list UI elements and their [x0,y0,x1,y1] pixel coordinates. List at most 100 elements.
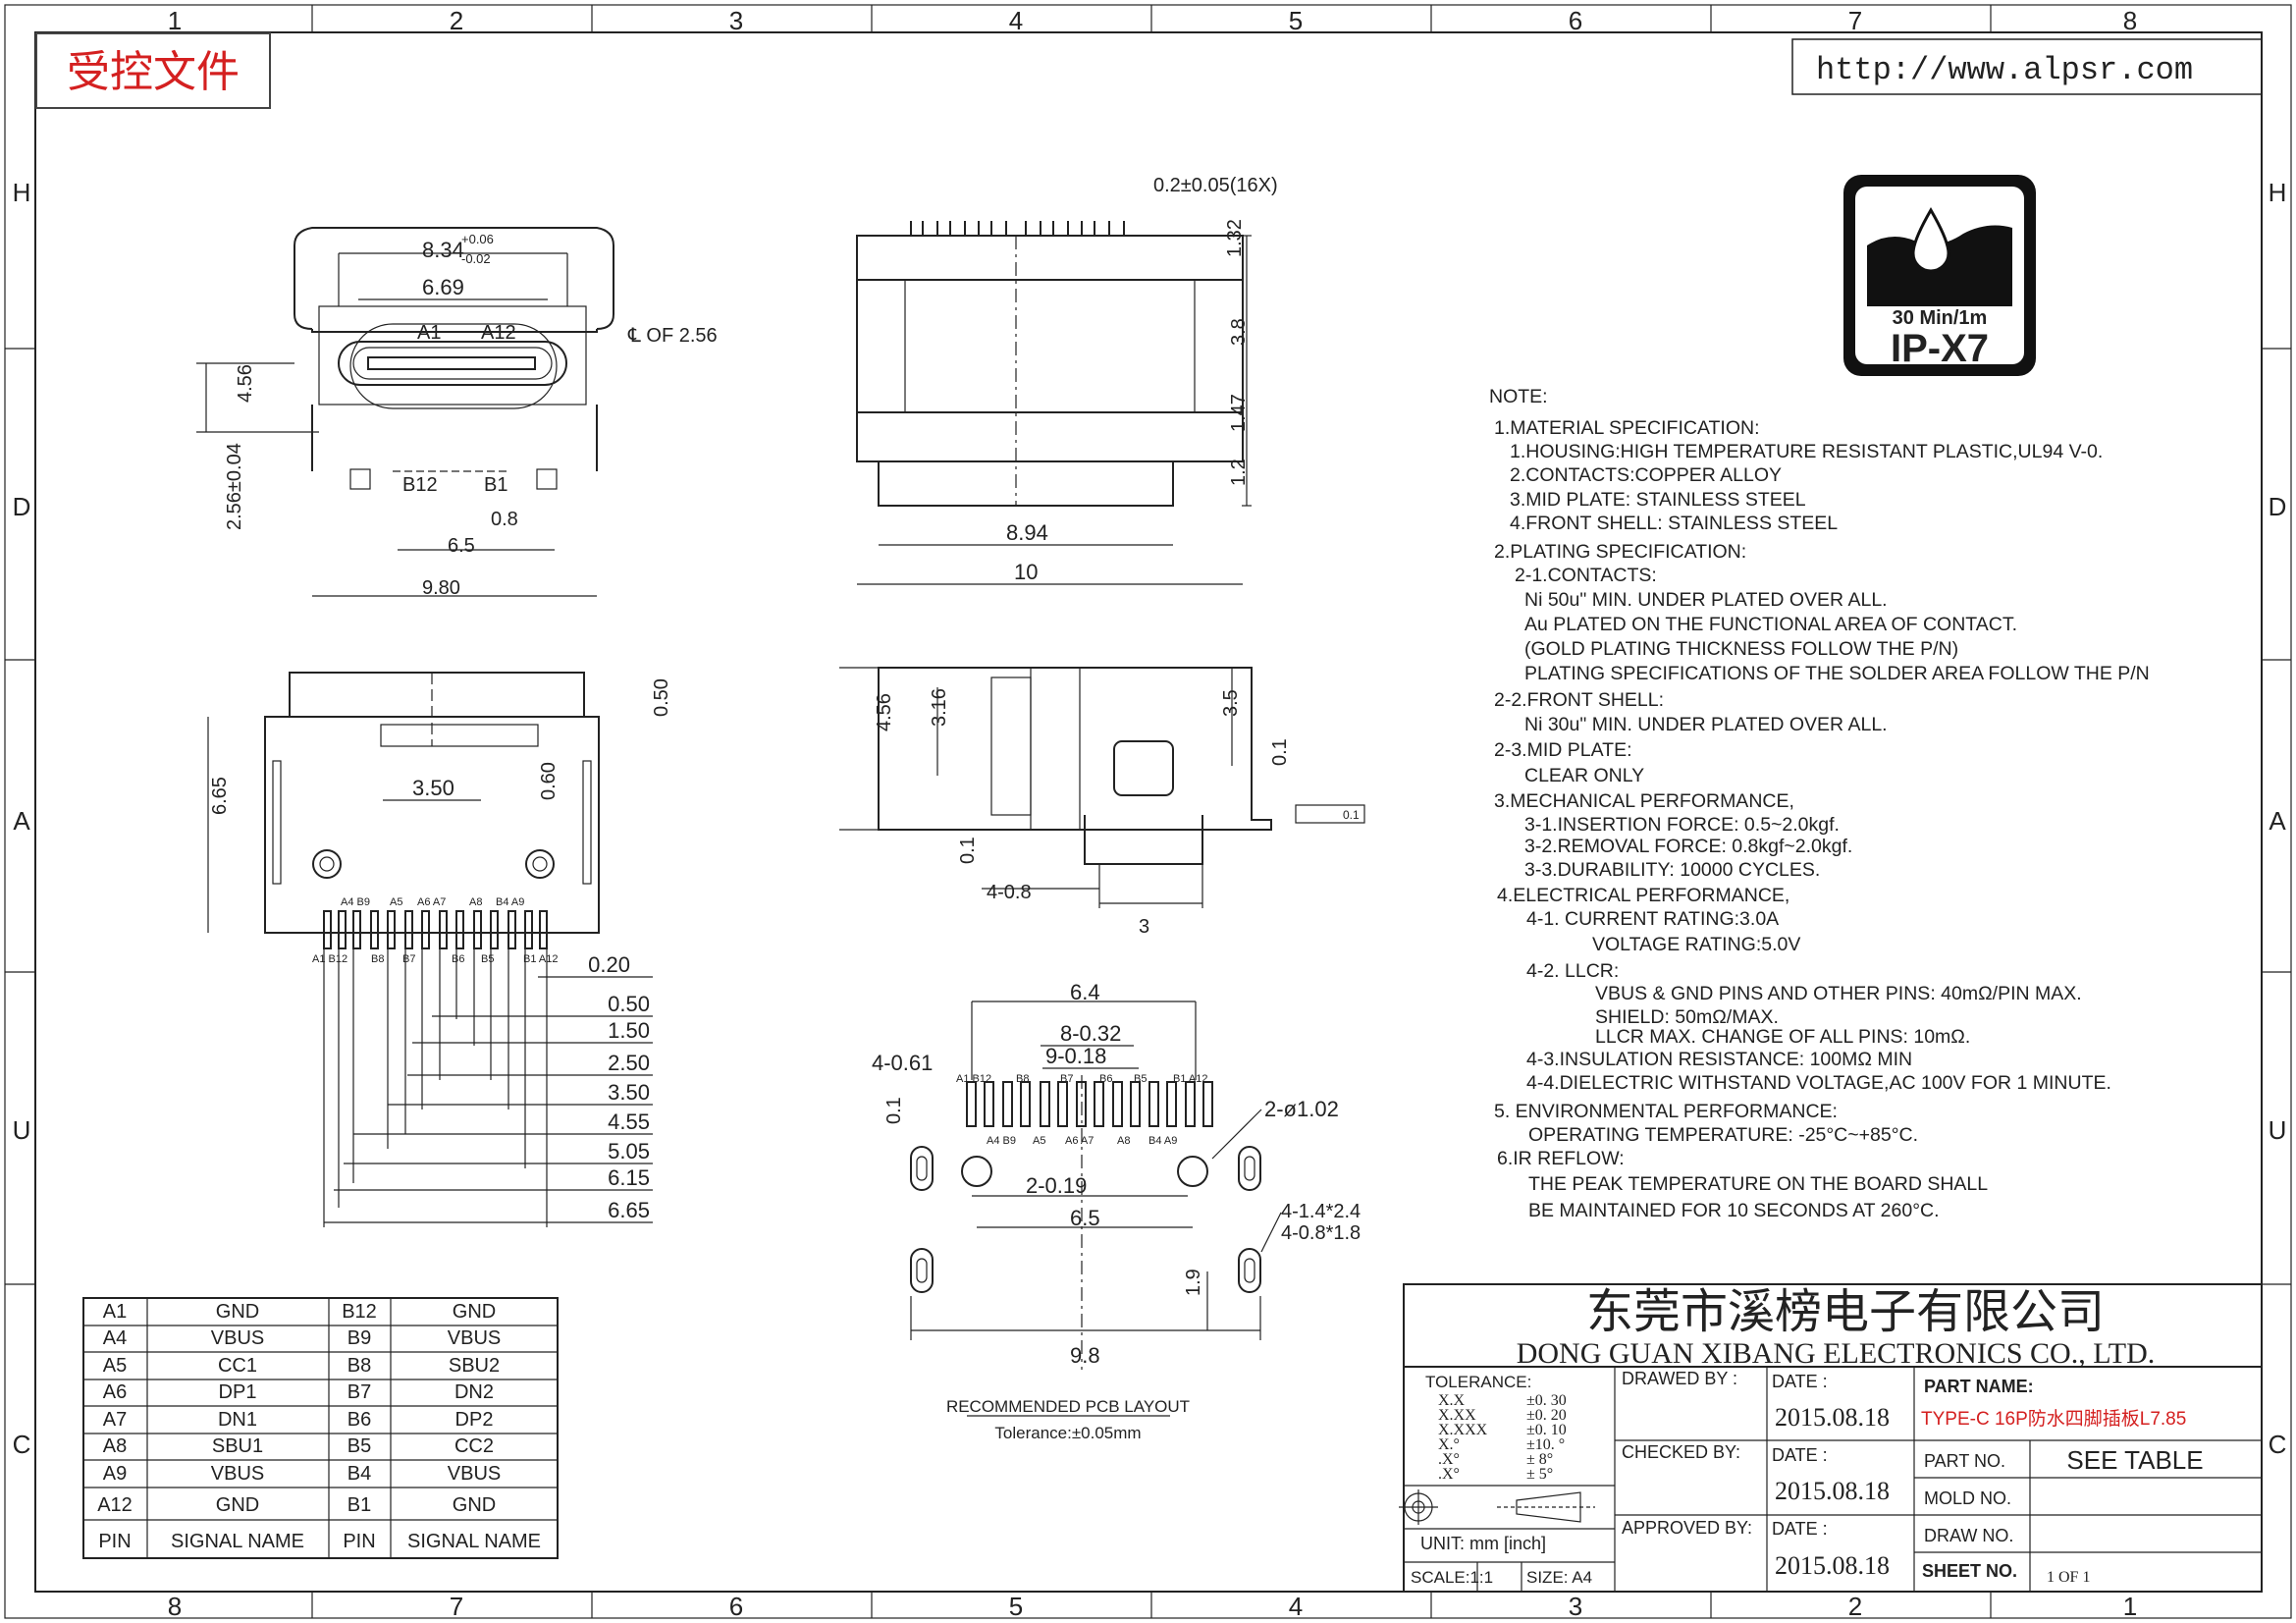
col-num: 8 [168,1592,182,1621]
tol-value: ±0. 20 [1526,1407,1567,1424]
dim-width-65: 6.5 [448,535,475,557]
website-box [1791,38,2263,95]
note-line: 4.ELECTRICAL PERFORMANCE, [1497,885,1789,906]
pin-label: B4 A9 [496,896,524,908]
pin-id-cell: A9 [103,1463,127,1485]
part-name: TYPE-C 16P防水四脚插板L7.85 [1921,1408,2186,1430]
col-num: 3 [1569,1592,1582,1621]
dim-ladder: 4.55 [608,1109,650,1134]
pin-table-header: PIN [98,1531,131,1552]
signal-name-cell: CC2 [454,1435,494,1457]
note-line: NOTE: [1489,386,1548,407]
note-line: CLEAR ONLY [1524,765,1644,786]
dim-width-894: 8.94 [1006,520,1048,545]
tol-key: X.XX [1438,1407,1476,1424]
controlled-doc-stamp-box [35,32,271,109]
pin-id-cell: B5 [347,1435,371,1457]
pin-label: B6 [452,953,464,965]
pcb-tolerance: Tolerance:±0.05mm [994,1424,1141,1442]
tol-key: .X° [1438,1466,1460,1483]
dim-ladder: 2.50 [608,1051,650,1075]
pin-label: B7 [402,953,415,965]
note-line: OPERATING TEMPERATURE: -25°C~+85°C. [1528,1124,1918,1146]
pin-id-cell: B9 [347,1327,371,1349]
pin-label: A1 B12 [312,953,347,965]
note-line: LLCR MAX. CHANGE OF ALL PINS: 10mΩ. [1595,1026,1970,1048]
note-line: PLATING SPECIFICATIONS OF THE SOLDER ARE… [1524,663,2150,684]
checked-date: 2015.08.18 [1775,1477,1890,1505]
pin-id-cell: A8 [103,1435,127,1457]
pin-a12-label: A12 [481,322,516,344]
tol-key: X.° [1438,1436,1460,1453]
dim-ladder: 1.50 [608,1018,650,1043]
col-num: 6 [729,1592,743,1621]
signal-name-cell: VBUS [211,1463,264,1485]
approved-by-label: APPROVED BY: [1622,1518,1752,1538]
pin-label: B1 A12 [1173,1073,1207,1085]
note-line: 2.CONTACTS:COPPER ALLOY [1510,464,1782,486]
pin-id-cell: A12 [97,1494,133,1516]
dim-height-256: 2.56±0.04 [224,443,245,530]
dim-ladder: 6.15 [608,1165,650,1190]
col-num: 5 [1289,6,1303,35]
signal-name-cell: DN1 [218,1409,257,1431]
pin-label: A1 B12 [956,1073,991,1085]
pin-label: A4 B9 [987,1135,1016,1147]
dim-width-3: 3 [1139,916,1149,938]
note-line: Ni 50u" MIN. UNDER PLATED OVER ALL. [1524,589,1888,611]
note-line: 3-2.REMOVAL FORCE: 0.8kgf~2.0kgf. [1524,836,1852,857]
note-line: VBUS & GND PINS AND OTHER PINS: 40mΩ/PIN… [1595,983,2082,1004]
dim-width-408: 4-0.8 [987,882,1032,903]
date-label: DATE : [1772,1519,1828,1539]
dim-pitch-832: 8-0.32 [1060,1021,1121,1046]
col-num: 5 [1009,1592,1023,1621]
ip-rating-depth: 30 Min/1m [1893,307,1988,329]
draw-no-label: DRAW NO. [1924,1526,2013,1545]
part-name-label: PART NAME: [1924,1377,2034,1396]
row-letter: A [2269,806,2286,836]
row-letter: U [2269,1115,2287,1145]
side-view: 0.2±0.05(16X) 1.32 3.8 1.47 1.2 8.94 10 [856,175,1278,585]
col-num: 4 [1009,6,1023,35]
pin-label: B8 [1016,1073,1029,1085]
dim-height-35: 3.5 [1220,689,1242,717]
frame-tick-marks [5,5,2291,1618]
note-line: 5. ENVIRONMENTAL PERFORMANCE: [1494,1101,1838,1122]
row-letter: D [2269,492,2287,521]
note-line: VOLTAGE RATING:5.0V [1592,934,1800,955]
flatness-value: 0.1 [1343,808,1360,822]
pin-label: A4 B9 [341,896,370,908]
dim-hole-dia: 2-ø1.02 [1264,1097,1339,1121]
tol-value: ±10. ° [1526,1436,1565,1453]
pin-table-header: PIN [343,1531,375,1552]
dim-pitch-219: 2-0.19 [1026,1173,1087,1198]
pin-id-cell: B6 [347,1409,371,1431]
col-num: 2 [450,6,463,35]
pcb-layout: 6.4 8-0.32 9-0.18 4-0.61 A1 B12 B8 B7 B6… [872,980,1361,1442]
row-letter: A [13,806,30,836]
note-line: 2-1.CONTACTS: [1515,565,1657,586]
dim-height-01: 0.1 [1269,738,1291,766]
note-line: 2-2.FRONT SHELL: [1494,689,1664,711]
sheet-no-label: SHEET NO. [1922,1561,2017,1581]
pin-label: B4 A9 [1148,1135,1177,1147]
website-url[interactable]: http://www.alpsr.com [1816,52,2193,88]
row-letter: C [2269,1430,2287,1459]
note-line: 3-3.DURABILITY: 10000 CYCLES. [1524,859,1820,881]
tol-value: ± 8° [1526,1451,1553,1468]
pin-id-cell: A6 [103,1381,127,1403]
note-line: BE MAINTAINED FOR 10 SECONDS AT 260°C. [1528,1200,1940,1221]
dim-height-456: 4.56 [235,364,256,403]
row-letter: H [2269,178,2287,207]
col-num: 2 [1848,1592,1862,1621]
dim-height-01b: 0.1 [957,837,979,864]
outer-frame [4,4,2292,1619]
col-num: 4 [1289,1592,1303,1621]
pin-label: B5 [1134,1073,1147,1085]
signal-name-cell: DN2 [454,1381,494,1403]
tolerance-label: TOLERANCE: [1425,1373,1531,1391]
signal-name-cell: GND [453,1494,496,1516]
ip-x7-badge: 30 Min/1m IP-X7 [1843,175,2036,376]
tol-key: .X° [1438,1451,1460,1468]
dim-slot-1424: 4-1.4*2.4 [1281,1201,1361,1222]
